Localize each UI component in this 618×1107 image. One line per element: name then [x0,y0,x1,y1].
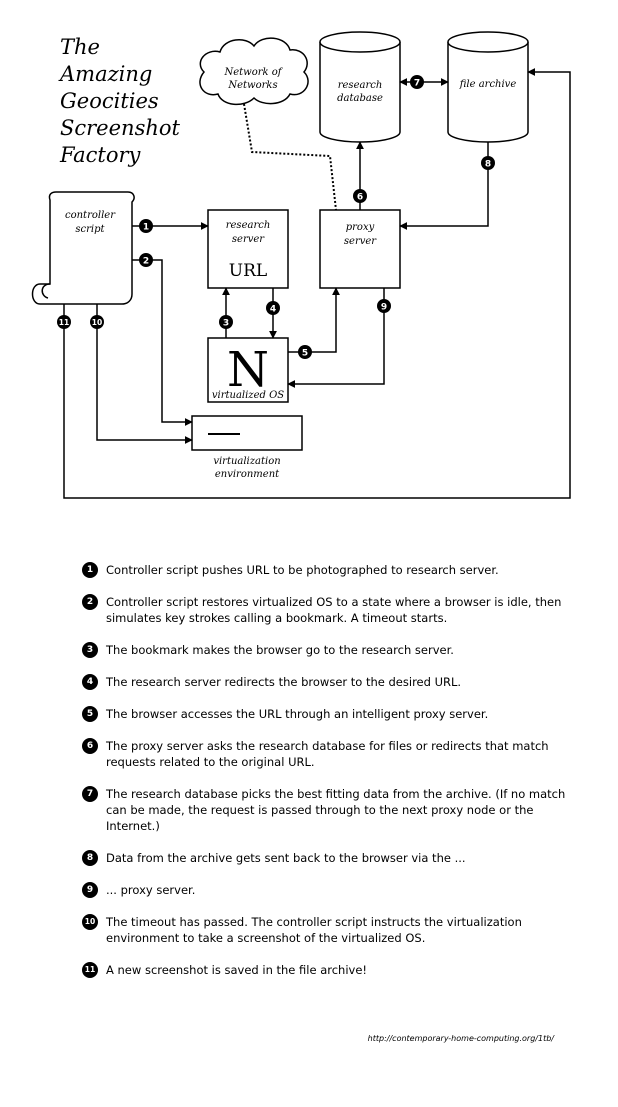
svg-text:research: research [338,80,383,91]
svg-text:2: 2 [143,257,149,267]
step-11: 11 A new screenshot is saved in the file … [82,962,582,978]
factory-diagram: The Amazing Geocities Screenshot Factory… [31,31,571,499]
steps-legend: 1 Controller script pushes URL to be phot… [82,562,582,978]
badge-8: 8 [481,156,495,170]
step-text: The proxy server asks the research datab… [106,739,549,769]
badge-6: 6 [353,189,367,203]
network-cloud: Network of Networks [199,37,309,106]
svg-text:server: server [232,234,265,245]
badge-3: 3 [219,315,233,329]
step-number: 9 [82,882,98,898]
virtualized-os: N virtualized OS [207,337,289,403]
browser-logo-n: N [227,342,269,398]
badge-5: 5 [298,345,312,359]
svg-text:environment: environment [215,469,280,480]
svg-text:Networks: Networks [227,80,277,91]
svg-text:7: 7 [414,79,420,89]
step-text: The research database picks the best fit… [106,787,566,833]
badge-11: 11 [57,315,71,329]
svg-text:10: 10 [92,318,102,327]
badge-4: 4 [266,301,280,315]
research-database: research database [319,31,401,143]
step-text: Controller script restores virtualized O… [106,595,562,625]
step-4: 4 The research server redirects the brows… [82,674,582,690]
badge-2: 2 [139,253,153,267]
step-number: 3 [82,642,98,658]
step-10: 10 The timeout has passed. The controller… [82,914,582,946]
step-text: The research server redirects the browse… [106,675,462,689]
step-number: 7 [82,786,98,802]
step-5: 5 The browser accesses the URL through an… [82,706,582,722]
network-link [243,103,337,211]
svg-text:research: research [226,220,271,231]
step-text: The browser accesses the URL through an … [106,707,489,721]
step-number: 10 [82,914,98,930]
virtualization-environment: virtualization environment [191,415,303,480]
step-text: Data from the archive gets sent back to … [106,851,466,865]
svg-text:3: 3 [223,319,229,329]
svg-text:6: 6 [357,193,363,203]
svg-text:database: database [337,93,383,104]
svg-text:9: 9 [381,303,387,313]
step-3: 3 The bookmark makes the browser go to th… [82,642,582,658]
svg-text:5: 5 [302,349,308,359]
svg-text:Geocities: Geocities [60,89,159,113]
badge-9: 9 [377,299,391,313]
badge-10: 10 [90,315,104,329]
svg-text:8: 8 [485,160,491,170]
step-text: ... proxy server. [106,883,196,897]
svg-text:4: 4 [270,305,276,315]
controller-script: controller script [31,191,135,305]
step-text: The timeout has passed. The controller s… [106,915,522,945]
diagram-title: The Amazing Geocities Screenshot Factory [58,35,181,167]
step-number: 5 [82,706,98,722]
step-7: 7 The research database picks the best fi… [82,786,582,834]
research-server: research server URL [207,209,289,289]
svg-text:1: 1 [143,223,149,233]
svg-text:Network of: Network of [223,67,283,78]
step-9: 9 ... proxy server. [82,882,582,898]
step-8: 8 Data from the archive gets sent back to… [82,850,582,866]
svg-text:server: server [344,236,377,247]
svg-text:Factory: Factory [59,143,142,167]
badge-7: 7 [410,75,424,89]
url-label: URL [229,261,267,281]
source-url: http://contemporary-home-computing.org/1… [367,1034,554,1043]
step-2: 2 Controller script restores virtualized … [82,594,582,626]
step-number: 11 [82,962,98,978]
svg-text:file archive: file archive [459,79,517,90]
step-number: 8 [82,850,98,866]
svg-text:script: script [75,224,105,235]
svg-text:proxy: proxy [346,222,375,233]
step-text: The bookmark makes the browser go to the… [106,643,454,657]
step-number: 4 [82,674,98,690]
step-text: A new screenshot is saved in the file ar… [106,963,368,977]
svg-text:virtualized OS: virtualized OS [212,390,284,401]
svg-text:Amazing: Amazing [58,62,152,86]
step-number: 2 [82,594,98,610]
proxy-server: proxy server [319,209,401,289]
step-number: 1 [82,562,98,578]
step-number: 6 [82,738,98,754]
svg-text:virtualization: virtualization [213,456,280,467]
step-1: 1 Controller script pushes URL to be phot… [82,562,582,578]
step-6: 6 The proxy server asks the research data… [82,738,582,770]
step-text: Controller script pushes URL to be photo… [106,563,499,577]
svg-text:The: The [60,35,100,59]
svg-text:controller: controller [65,210,116,221]
svg-text:11: 11 [59,318,69,327]
file-archive: file archive [447,31,529,143]
svg-text:Screenshot: Screenshot [60,116,181,140]
badge-1: 1 [139,219,153,233]
